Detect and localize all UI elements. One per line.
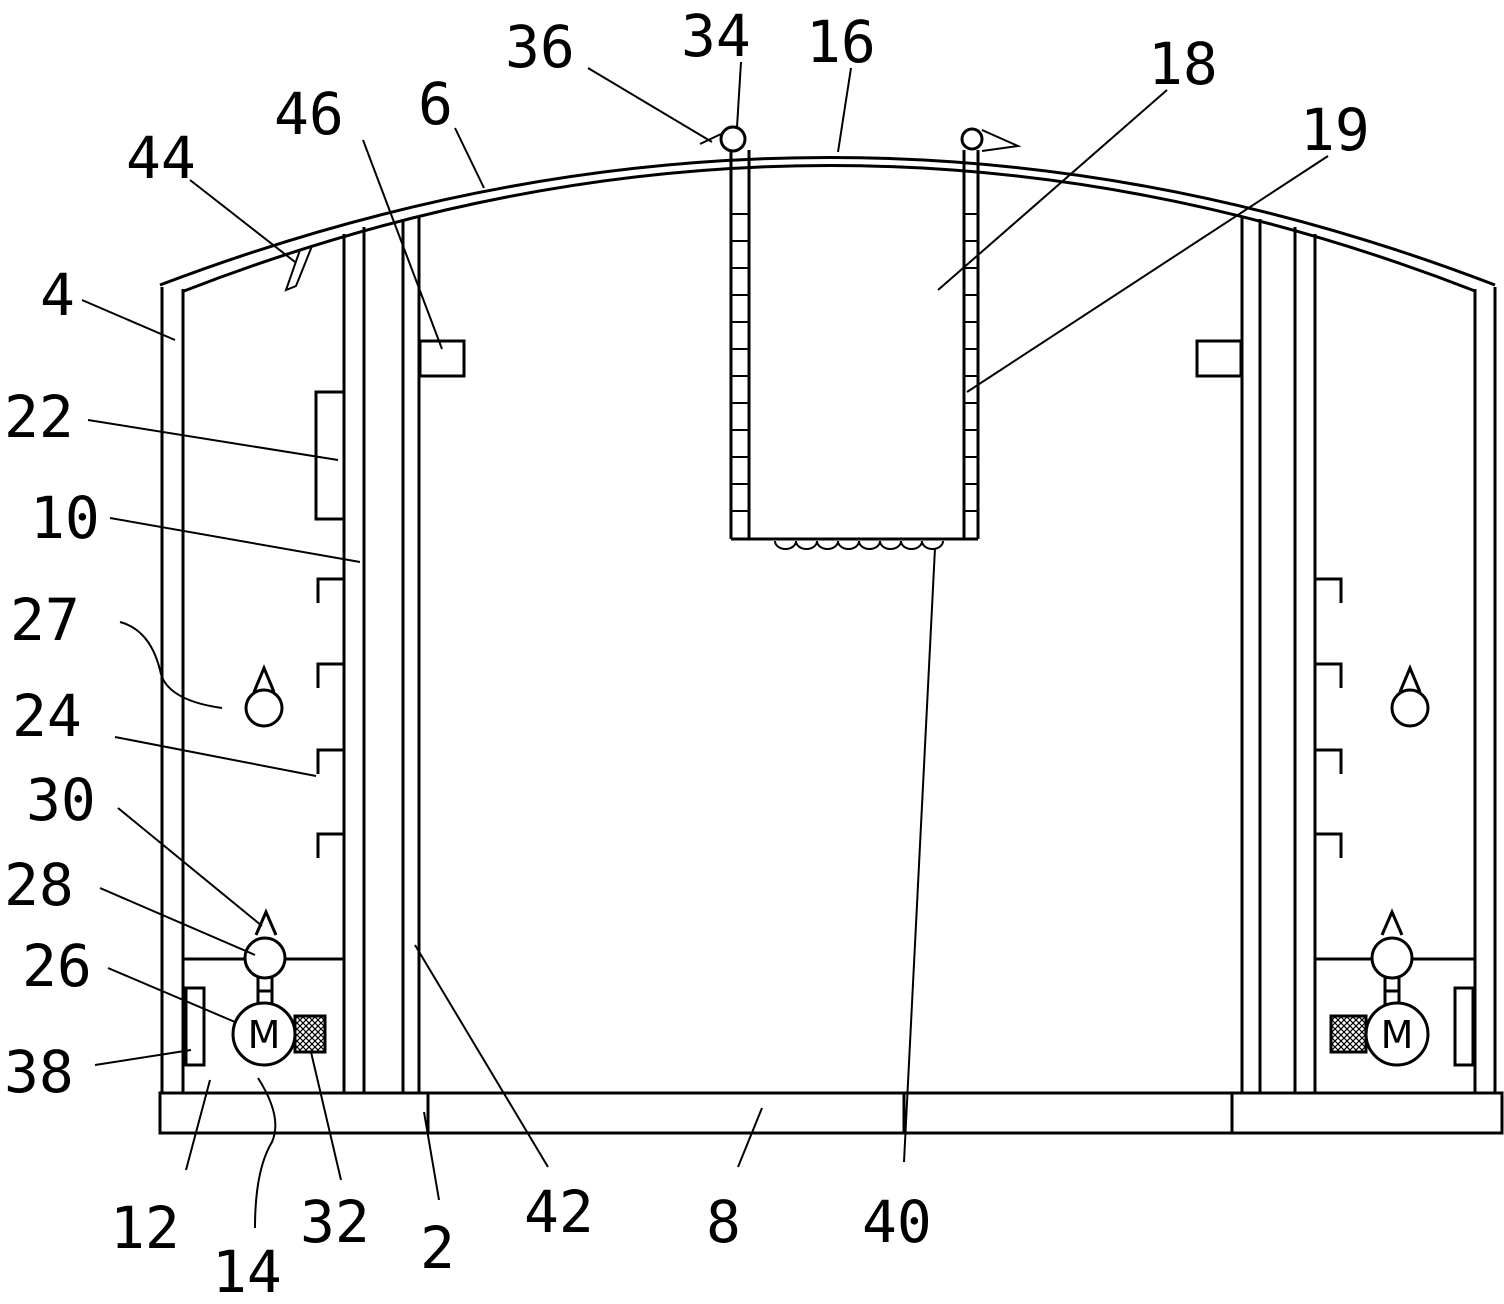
label-38: 38 [4,1038,74,1106]
label-44: 44 [126,124,196,192]
label-42: 42 [524,1178,594,1246]
label-26: 26 [22,932,92,1000]
label-19: 19 [1300,96,1370,164]
sprinkler-right [1390,664,1430,728]
right-pump-assembly [1329,908,1475,1067]
label-36: 36 [505,13,575,81]
box-lamp-strip [774,540,944,550]
leader-lines [81,61,1329,1229]
label-8: 8 [706,1188,741,1256]
box-rail-ticks [731,213,978,512]
arched-roof [159,156,1496,293]
motor-label-left: M [248,1013,281,1057]
bracket-right [1195,339,1243,378]
central-box [729,150,980,541]
right-hooks [1315,577,1343,858]
label-12: 12 [110,1194,180,1262]
lamp-44 [284,245,313,292]
roof-roller-left [699,125,747,153]
label-16: 16 [806,8,876,76]
label-27: 27 [10,586,80,654]
label-30: 30 [26,766,96,834]
left-hooks [316,577,344,858]
label-2: 2 [420,1214,455,1282]
right-inner-partition [1240,216,1317,1093]
label-14: 14 [212,1238,282,1304]
base-plate [158,1091,1504,1135]
label-4: 4 [40,261,75,329]
left-inner-partition [342,216,421,1093]
label-24: 24 [12,682,82,750]
right-outer-wall [1473,287,1497,1093]
bracket-left [418,339,466,378]
control-panel [314,390,344,521]
left-pump-assembly [184,908,327,1067]
label-28: 28 [4,851,74,919]
label-22: 22 [4,383,74,451]
label-6: 6 [418,70,453,138]
label-10: 10 [30,484,100,552]
roof-roller-right [960,127,1022,152]
label-46: 46 [274,80,344,148]
label-32: 32 [300,1188,370,1256]
label-40: 40 [862,1188,932,1256]
sprinkler-left [244,664,284,728]
label-34: 34 [681,2,751,70]
label-18: 18 [1148,30,1218,98]
motor-label-right: M [1381,1013,1414,1057]
